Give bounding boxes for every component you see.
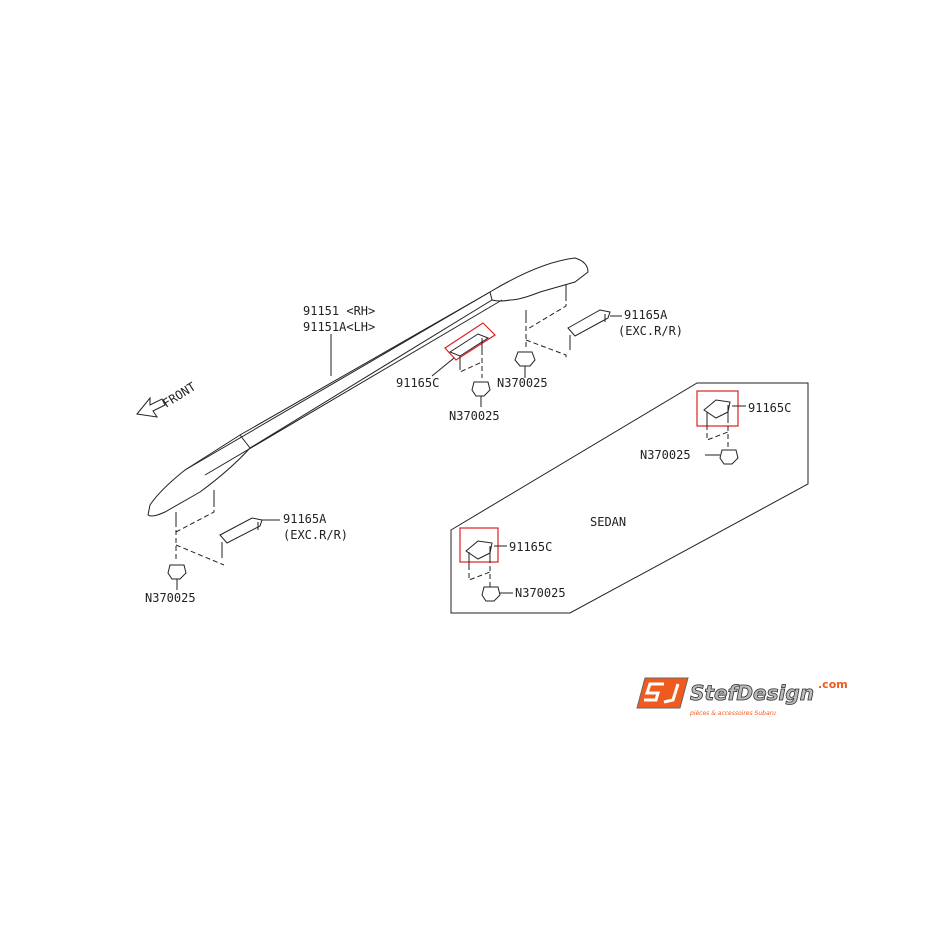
front-label: FRONT [160, 380, 198, 411]
label-clip-center: 91165C [396, 376, 439, 390]
label-bracket-rear-note: (EXC.R/R) [618, 324, 683, 338]
label-sedan-clip-upper: 91165C [748, 401, 791, 415]
logo-name: StefDesign [690, 681, 814, 705]
front-arrow-icon [136, 396, 166, 418]
label-sedan-nut-lower: N370025 [515, 586, 566, 600]
sedan-title: SEDAN [590, 515, 626, 529]
label-nut-rear: N370025 [497, 376, 548, 390]
logo-tagline: pièces & accessoires Subaru [689, 710, 776, 717]
sedan-inset [450, 382, 809, 614]
label-bracket-front-note: (EXC.R/R) [283, 528, 348, 542]
rail-label-lh: 91151A<LH> [303, 320, 375, 334]
stefdesign-logo: StefDesign .com pièces & accessoires Sub… [636, 677, 848, 717]
logo-mark-icon [644, 682, 680, 704]
label-sedan-nut-upper: N370025 [640, 448, 691, 462]
roof-rail [147, 257, 589, 517]
label-nut-center: N370025 [449, 409, 500, 423]
rear-bracket-assembly [514, 284, 622, 378]
label-bracket-front: 91165A [283, 512, 327, 526]
rail-label-rh: 91151 <RH> [303, 304, 375, 318]
logo-suffix: .com [818, 678, 848, 691]
label-nut-front: N370025 [145, 591, 196, 605]
center-clip-assembly [330, 322, 496, 407]
front-bracket-assembly [167, 490, 280, 590]
label-bracket-rear: 91165A [624, 308, 668, 322]
label-sedan-clip-lower: 91165C [509, 540, 552, 554]
